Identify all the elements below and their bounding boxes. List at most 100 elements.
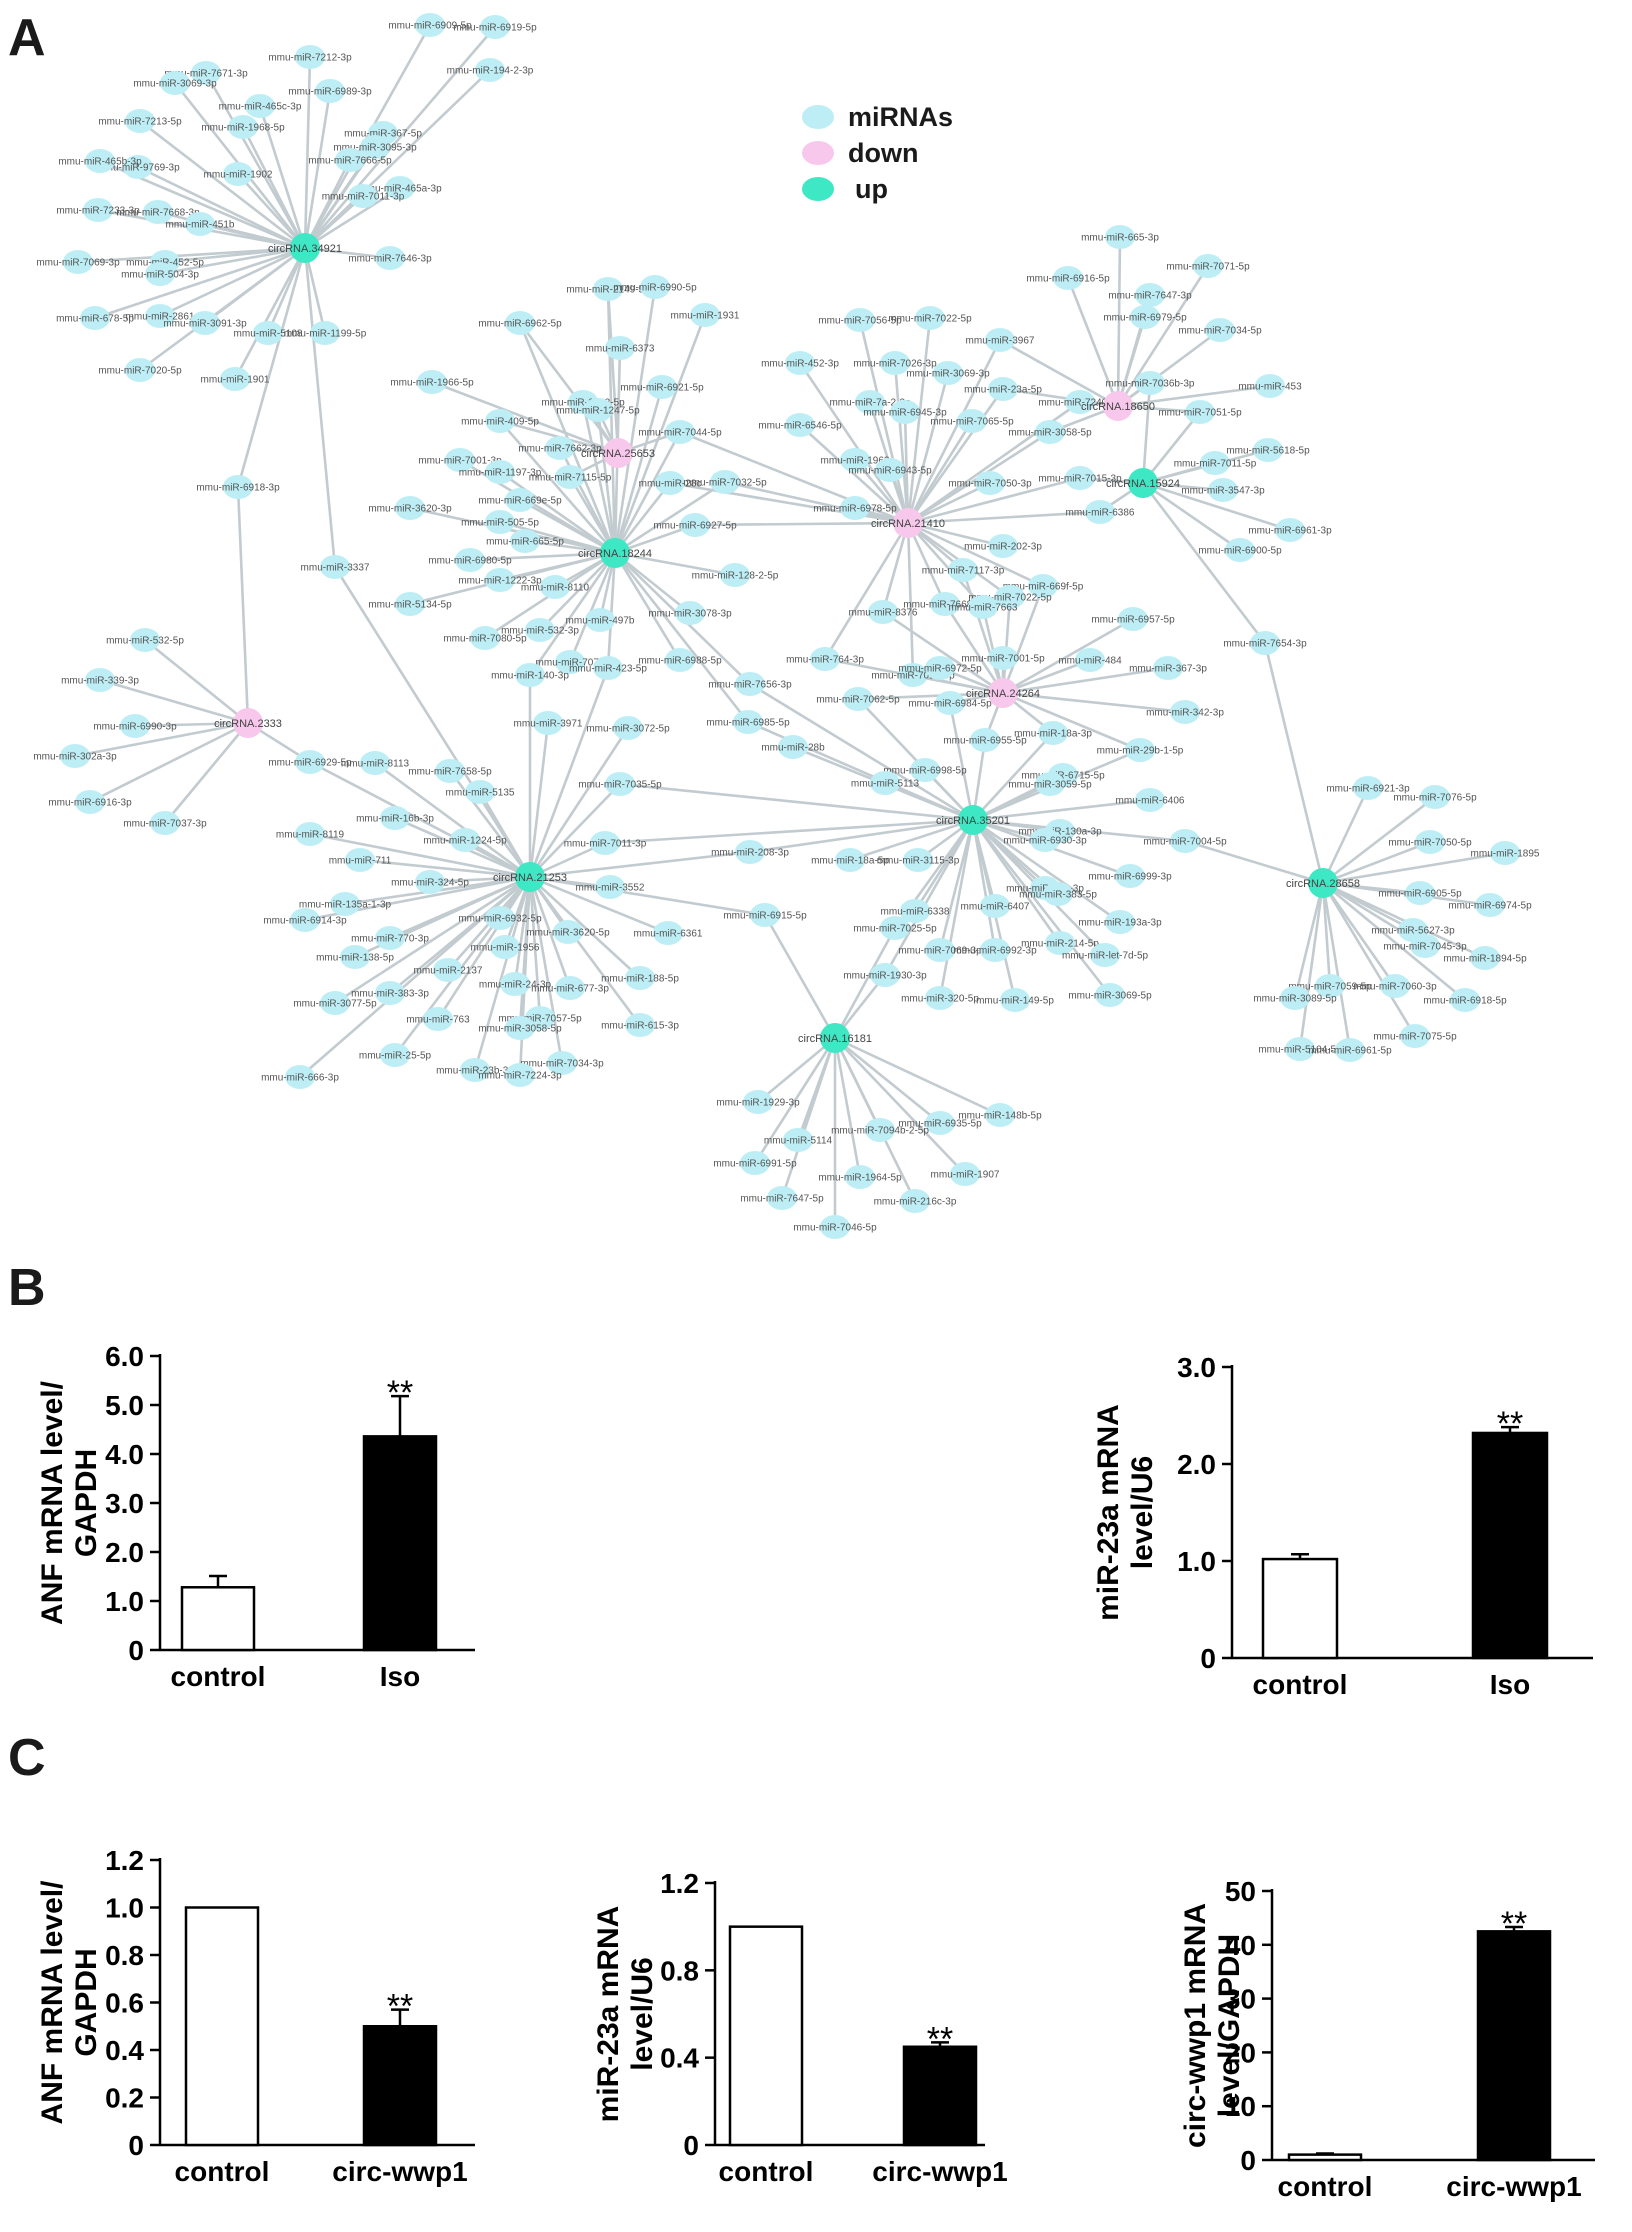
mirna-node: mmu-miR-1968-5p [201,115,285,139]
network-edge [1142,481,1291,532]
legend-item-mirna: miRNAs [802,102,953,132]
network-edge [304,69,491,249]
mirna-node-marker [948,558,978,582]
mirna-node-label: mmu-miR-484 [1058,656,1122,667]
mirna-node: mmu-miR-2137 [414,958,483,982]
mirna-node: mmu-miR-8113 [341,751,410,775]
circrna-mirna-network: mmu-miR-6909-5pmmu-miR-6919-5pmmu-miR-19… [33,13,1540,1239]
network-edge [1002,658,1091,695]
mirna-node-marker [480,15,510,39]
mirna-node-label: mmu-miR-18a-3p [1014,729,1092,740]
network-edge [1141,411,1202,484]
mirna-node-marker [1420,785,1450,809]
circrna-node-marker [515,862,545,892]
mirna-node-marker [485,460,515,484]
mirna-node-marker [223,475,253,499]
mirna-node-marker [395,496,425,520]
mirna-node-marker [710,470,740,494]
mirna-node-label: mmu-miR-1247-5p [556,406,640,417]
mirna-node-marker [903,848,933,872]
mirna-node: mmu-miR-7045-3p [1383,934,1467,958]
mirna-node: mmu-miR-6979-5p [1103,305,1187,329]
mirna-node-marker [1118,607,1148,631]
mirna-node-marker [1255,374,1285,398]
mirna-node-marker [460,1058,490,1082]
mirna-node-label: mmu-miR-1964-5p [818,1173,902,1184]
circrna-node-label: circRNA.24264 [966,688,1040,700]
mirna-node-marker [1045,931,1075,955]
mirna-node: mmu-miR-3337 [301,555,370,579]
mirna-node-label: mmu-miR-7115-5p [529,473,612,484]
mirna-node-marker [583,398,613,422]
mirna-node-label: mmu-miR-532-5p [106,636,184,647]
y-tick-label: 1.0 [105,1586,144,1617]
y-axis-title: miR-23a mRNA [592,1906,625,2123]
mirna-node-marker [145,304,175,328]
network-edge [943,603,1005,694]
bar-control [1261,1557,1339,1660]
mirna-node-label: mmu-miR-1962 [821,456,890,467]
mirna-node: mmu-miR-5134-5p [368,592,452,616]
network-edge [613,552,750,723]
network-edge [613,552,682,661]
mirna-node: mmu-miR-532-3p [501,618,579,642]
mirna-node-label: mmu-miR-7668-3p [116,208,200,219]
y-tick-label: 3.0 [105,1488,144,1519]
mirna-node-marker [925,1111,955,1135]
network-edge [528,876,642,1026]
network-edge [907,476,1081,525]
y-tick-label: 0.6 [105,1988,144,2019]
bar-circ-wwp1 [362,2025,438,2147]
mirna-node-marker [778,735,808,759]
mirna-node-marker [190,311,220,335]
network-edge [834,1036,1001,1117]
mirna-node: mmu-miR-465b-3p [58,149,142,173]
network-edge [1002,691,1141,752]
mirna-node-label: mmu-miR-6943-5p [848,466,932,477]
y-tick-label: 10 [1225,2091,1256,2122]
mirna-node-label: mmu-miR-6978-5p [813,504,897,515]
mirna-node: mmu-miR-6984-5p [908,691,992,715]
mirna-node-marker [475,58,505,82]
mirna-node-label: mmu-miR-7076-5p [1393,793,1477,804]
mirna-node-marker [185,212,215,236]
mirna-node-label: mmu-miR-615-3p [601,1021,679,1032]
mirna-node-marker [375,246,405,270]
mirna-node-label: mmu-miR-8376 [849,608,918,619]
mirna-node-label: mmu-miR-6546-5p [758,421,842,432]
significance-marker: ** [1501,1905,1527,1943]
mirna-node-marker [1405,881,1435,905]
mirna-node-marker [665,420,695,444]
mirna-node: mmu-miR-29b-1-5p [1097,738,1184,762]
network-edge [906,372,950,524]
mirna-node-marker [680,513,710,537]
mirna-node-label: mmu-miR-6961-3p [1248,526,1332,537]
mirna-node: mmu-miR-6927-5p [653,513,737,537]
mirna-node-label: mmu-miR-6930-3p [1003,836,1087,847]
network-edge [303,56,312,249]
mirna-node-label: mmu-miR-669f-5p [1003,582,1084,593]
mirna-node-label: mmu-miR-6955-5p [943,736,1027,747]
mirna-node-label: mmu-miR-6980-5p [428,556,512,567]
mirna-node-label: mmu-miR-6407 [961,902,1030,913]
mirna-node-label: mmu-miR-1197-3p [459,468,542,479]
mirna-node-marker [1095,983,1125,1007]
mirna-node-label: mmu-miR-3095-3p [333,143,417,154]
mirna-node-label: mmu-miR-1199-5p [284,329,367,340]
y-tick-label: 0 [683,2130,699,2161]
mirna-node-label: mmu-miR-7647-5p [740,1194,824,1205]
circrna-node-label: circRNA.25653 [581,448,655,460]
mirna-node-marker [490,935,520,959]
network-edge [159,246,306,276]
mirna-node-label: mmu-miR-3089-5p [1253,994,1337,1005]
mirna-node-label: mmu-miR-7654-3p [1223,639,1307,650]
network-edge [694,521,909,527]
mirna-node-label: mmu-miR-6919-5p [453,23,537,34]
mirna-node-label: mmu-miR-135a-1-3p [299,900,392,911]
mirna-node-label: mmu-miR-6935-5p [898,1119,982,1130]
mirna-node: mmu-miR-2861 [126,304,195,328]
network-edge [907,510,1101,525]
mirna-node: mmu-miR-3078-3p [648,601,732,625]
mirna-node-marker [540,575,570,599]
mirna-node-marker [740,1151,770,1175]
